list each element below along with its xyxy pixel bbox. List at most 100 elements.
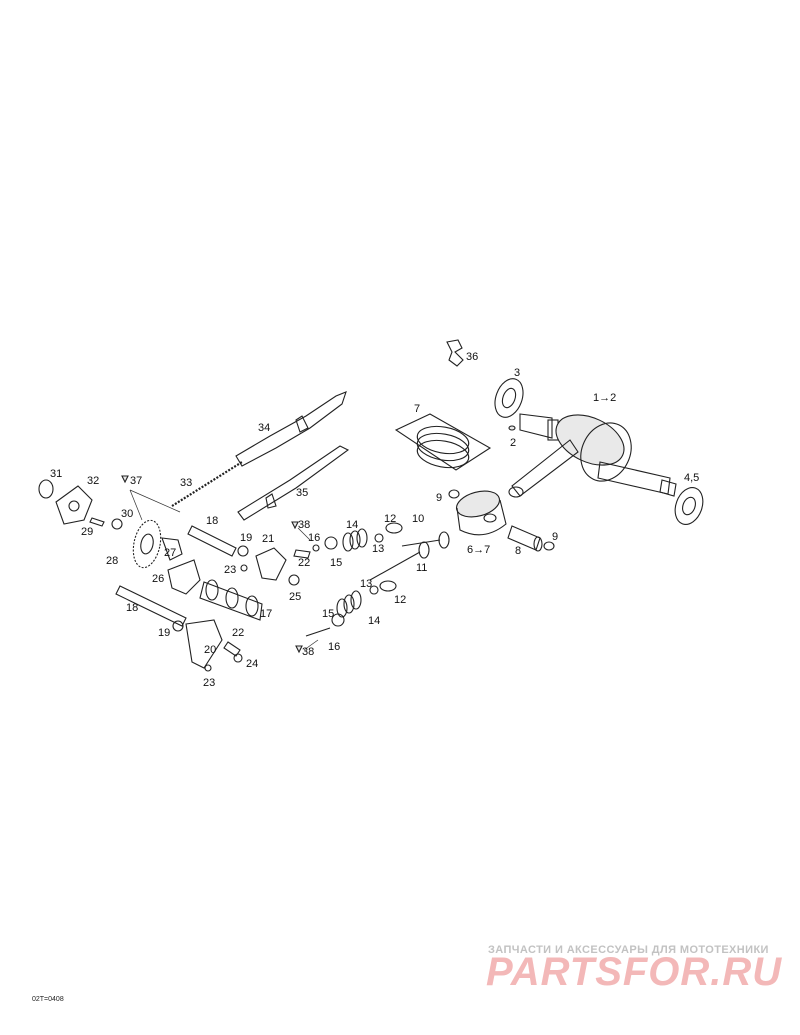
callout-13-lower: 13: [360, 578, 372, 590]
callout-14-lower: 14: [368, 615, 380, 627]
part-16-keeper-lower: [305, 627, 331, 637]
part-13-seat-upper: [374, 533, 384, 543]
part-22-pin-upper: [293, 549, 311, 559]
leader-37b: [129, 489, 143, 521]
callout-21: 21: [262, 533, 274, 545]
callout-11: 11: [416, 562, 427, 574]
callout-35: 35: [296, 487, 308, 499]
part-21-rocker: [255, 547, 287, 581]
part-8-piston-pin: [507, 525, 543, 552]
callout-38-lower: 38: [302, 646, 314, 658]
part-1-crankshaft: [508, 413, 677, 498]
part-13-seat-lower: [369, 585, 379, 595]
part-11-valve: [369, 541, 430, 581]
part-37-marker: [121, 475, 129, 484]
part-23-nut-lower: [204, 664, 212, 672]
callout-8: 8: [515, 545, 521, 557]
callout-32: 32: [87, 475, 99, 487]
part-19-washer-lower: [172, 620, 184, 632]
callout-12-upper: 12: [384, 513, 396, 525]
callout-6-7: 6→7: [467, 544, 490, 556]
reference-code: 02T=0408: [32, 996, 64, 1003]
callout-26: 26: [152, 573, 164, 585]
callout-27: 27: [164, 547, 176, 559]
part-35-tensioner-blade: [237, 445, 350, 521]
callout-19-lower: 19: [158, 627, 170, 639]
part-38-seal-upper: [291, 521, 299, 530]
callout-18-upper: 18: [206, 515, 218, 527]
callout-9-lower: 9: [552, 531, 558, 543]
part-32-cover: [55, 485, 93, 525]
callout-22-lower: 22: [232, 627, 244, 639]
part-38-seal-lower: [295, 645, 303, 654]
part-9-circlip-lower: [543, 541, 555, 551]
part-14-spring-upper: [342, 528, 368, 552]
part-16-keeper-upper: [312, 544, 320, 552]
watermark-logo: PARTSFOR.RU: [486, 950, 783, 994]
part-19-washer-upper: [237, 545, 249, 557]
callout-25: 25: [289, 591, 301, 603]
callout-31: 31: [50, 468, 62, 480]
callout-12-lower: 12: [394, 594, 406, 606]
part-10-valve: [401, 531, 450, 549]
callout-34: 34: [258, 422, 270, 434]
callout-1-2: 1→2: [593, 392, 616, 404]
callout-28: 28: [106, 555, 118, 567]
part-9-circlip: [448, 489, 460, 499]
callout-15-lower: 15: [322, 608, 334, 620]
part-12-washer-lower: [379, 580, 397, 592]
leader-37: [129, 489, 181, 513]
part-31-seal: [38, 479, 54, 499]
part-14-spring-lower: [336, 590, 362, 618]
watermark-caption: ЗАПЧАСТИ И АКСЕССУАРЫ ДЛЯ МОТОТЕХНИКИ: [488, 944, 769, 956]
part-18-shaft-upper: [187, 525, 237, 557]
callout-7: 7: [414, 403, 420, 415]
part-29-bolt: [89, 517, 105, 527]
part-2-key: [508, 425, 516, 431]
leader-38b: [303, 639, 319, 651]
callout-10: 10: [412, 513, 424, 525]
part-7-piston-rings: [394, 413, 492, 471]
callout-22-upper: 22: [298, 557, 310, 569]
callout-23-lower: 23: [203, 677, 215, 689]
callout-9-upper: 9: [436, 492, 442, 504]
callout-13-upper: 13: [372, 543, 384, 555]
callout-17: 17: [260, 608, 272, 620]
part-25-washer: [288, 574, 300, 586]
callout-14-upper: 14: [346, 519, 358, 531]
part-15-retainer-upper: [324, 536, 338, 550]
part-3-washer: [494, 378, 524, 418]
part-6-piston: [455, 490, 507, 536]
callout-18-lower: 18: [126, 602, 138, 614]
callout-24: 24: [246, 658, 258, 670]
callout-16-upper: 16: [308, 532, 320, 544]
leader-38a: [297, 527, 311, 541]
callout-3: 3: [514, 367, 520, 379]
callout-16-lower: 16: [328, 641, 340, 653]
part-30-washer: [111, 518, 123, 530]
callout-37: 37: [130, 475, 142, 487]
callout-36: 36: [466, 351, 478, 363]
callout-38-upper: 38: [298, 519, 310, 531]
part-12-washer-upper: [385, 522, 403, 534]
callout-29: 29: [81, 526, 93, 538]
part-24-washer: [233, 653, 243, 663]
callout-4-5: 4,5: [684, 472, 699, 484]
callout-19-upper: 19: [240, 532, 252, 544]
part-27-lever: [161, 537, 183, 561]
part-17-camshaft: [199, 579, 263, 621]
part-20-rocker-lower: [185, 619, 223, 669]
part-15-retainer-lower: [331, 613, 345, 627]
callout-30: 30: [121, 508, 133, 520]
callout-23-upper: 23: [224, 564, 236, 576]
part-18-shaft-lower: [115, 585, 187, 627]
part-22-pin-lower: [223, 641, 241, 657]
part-26-plate: [167, 559, 201, 595]
part-36-bracket: [446, 339, 464, 367]
part-23-nut-upper: [240, 564, 248, 572]
callout-15-upper: 15: [330, 557, 342, 569]
callout-33: 33: [180, 477, 192, 489]
callout-20: 20: [204, 644, 216, 656]
part-4-5-washer: [674, 487, 704, 525]
